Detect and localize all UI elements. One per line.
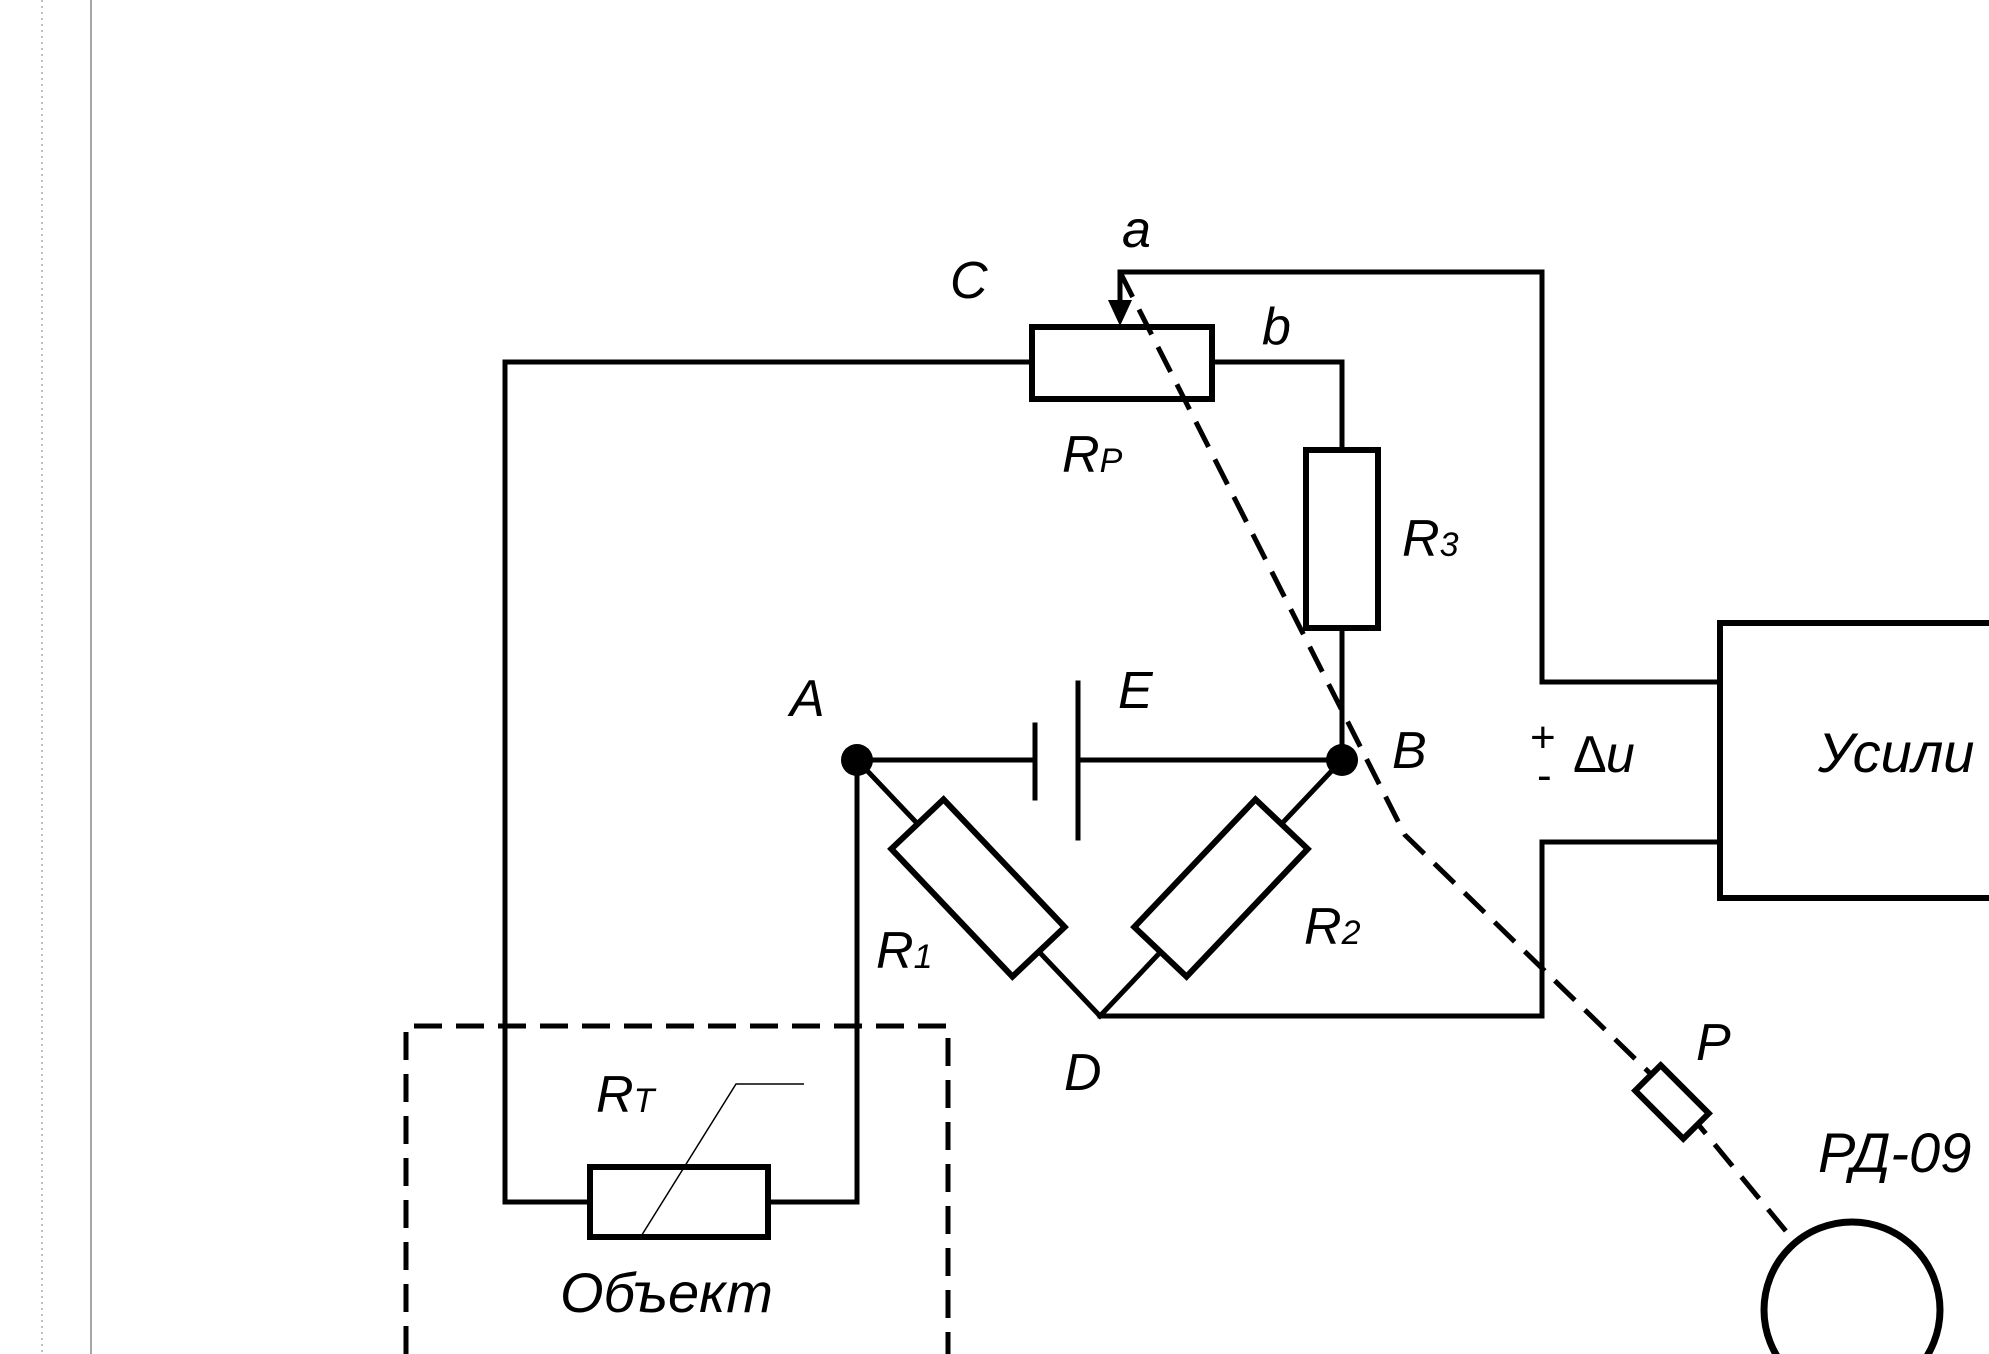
label-a: a (1122, 201, 1151, 259)
label-R1: R1 (876, 922, 932, 980)
label-motor: РД-09 (1818, 1121, 1971, 1184)
label-R2-main: R (1304, 898, 1342, 956)
label-Rt-sub: T (634, 1082, 657, 1120)
resistor-R1 (887, 795, 1069, 981)
wire-rp-to-r3 (1209, 359, 1345, 453)
label-R3-sub: 3 (1440, 526, 1459, 564)
wire-left-loop (502, 359, 1033, 1205)
linkage-to-motor (1686, 1110, 1792, 1238)
label-R2: R2 (1304, 898, 1361, 956)
resistor-R3 (1303, 447, 1381, 631)
label-R1-sub: 1 (914, 938, 933, 976)
resistor-R2 (1130, 795, 1312, 981)
label-C: C (950, 252, 988, 310)
label-R2-sub: 2 (1341, 914, 1361, 952)
gearbox-P (1630, 1060, 1714, 1144)
label-Rt: RT (596, 1066, 657, 1124)
label-object: Объект (560, 1261, 773, 1324)
label-Rp: RP (1062, 426, 1123, 484)
label-Rp-main: R (1062, 426, 1100, 484)
label-E: E (1118, 662, 1154, 720)
label-delta-u: ∆u (1574, 726, 1635, 784)
label-P: P (1696, 1014, 1731, 1072)
label-R1-main: R (876, 922, 914, 980)
mechanical-linkage (1117, 270, 1662, 1085)
wire-D-to-amp (1097, 839, 1723, 1019)
object-boundary (403, 1023, 951, 1354)
label-amplifier: Усили (1817, 721, 1974, 784)
label-R3: R3 (1402, 510, 1459, 568)
slider-arrowhead (1108, 300, 1132, 326)
label-B: B (1392, 722, 1427, 780)
node-B (1326, 744, 1358, 776)
label-Rp-sub: P (1100, 442, 1123, 480)
resistor-Rt (587, 1164, 771, 1240)
label-D: D (1064, 1044, 1102, 1102)
label-R3-main: R (1402, 510, 1440, 568)
label-Rt-main: R (596, 1066, 634, 1124)
label-minus: - (1537, 751, 1552, 800)
node-A (841, 744, 873, 776)
amplifier-box (1717, 620, 1989, 901)
motor-circle (1760, 1218, 1944, 1354)
label-plus: + (1530, 713, 1556, 762)
thermistor-mark (639, 1083, 804, 1239)
wire-rt-to-A (765, 757, 860, 1205)
label-A: A (787, 670, 825, 728)
wire-slider-to-amp (1117, 269, 1723, 685)
resistor-Rp (1029, 324, 1215, 402)
label-b: b (1262, 298, 1291, 356)
